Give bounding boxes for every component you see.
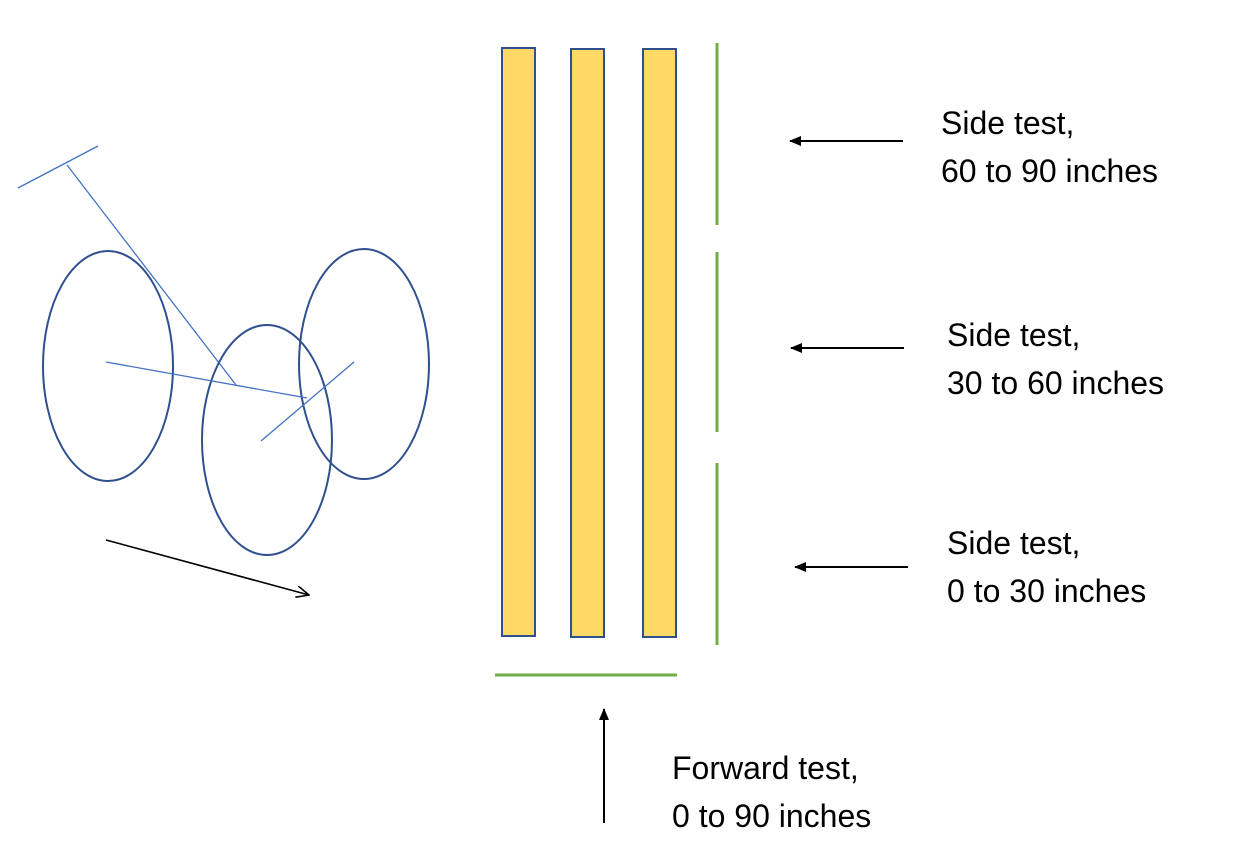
bar-3 <box>642 48 677 638</box>
bar-2 <box>570 48 605 638</box>
label-line: Side test, <box>947 525 1081 561</box>
wheel-right <box>298 248 430 480</box>
wheel-center <box>201 324 333 556</box>
label-side-test-60-90: Side test, 60 to 90 inches <box>941 99 1158 195</box>
label-line: 0 to 30 inches <box>947 573 1147 609</box>
label-line: 0 to 90 inches <box>672 798 872 834</box>
label-forward-test-0-90: Forward test, 0 to 90 inches <box>672 744 871 840</box>
label-line: 30 to 60 inches <box>947 365 1165 401</box>
bar-1 <box>501 47 536 637</box>
axle-left <box>105 361 308 399</box>
label-side-test-0-30: Side test, 0 to 30 inches <box>947 519 1146 615</box>
handle-crossbar <box>17 145 99 189</box>
axle-right <box>260 361 355 442</box>
motion-arrow-icon <box>105 539 309 595</box>
label-line: Side test, <box>941 105 1075 141</box>
handle-bar <box>66 164 237 386</box>
label-line: Side test, <box>947 317 1081 353</box>
label-side-test-30-60: Side test, 30 to 60 inches <box>947 311 1164 407</box>
label-line: 60 to 90 inches <box>941 153 1159 189</box>
wheel-left <box>42 250 174 482</box>
vehicle-wheels-icon <box>17 145 430 556</box>
label-line: Forward test, <box>672 750 859 786</box>
